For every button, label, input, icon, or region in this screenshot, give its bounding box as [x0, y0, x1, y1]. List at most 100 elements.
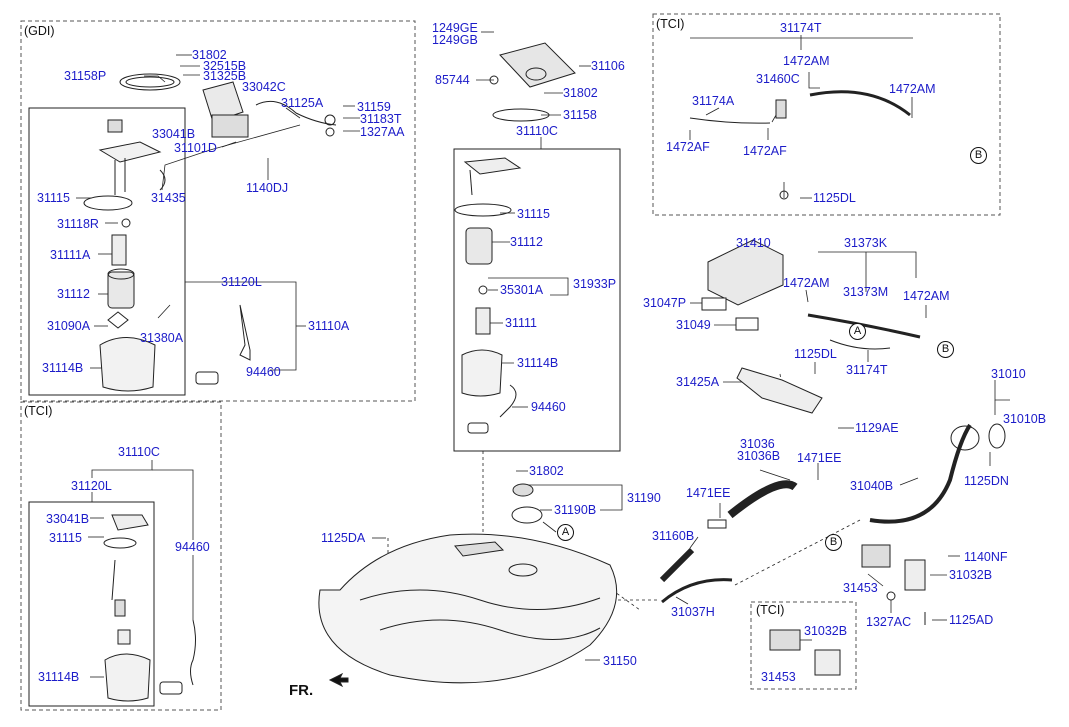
part-label: 31101D	[174, 141, 217, 155]
gdi-pump	[111, 234, 127, 266]
tci-small-frame	[750, 601, 857, 690]
part-label: 31453	[843, 581, 878, 595]
part-label: 31032B	[804, 624, 848, 638]
part-label: 31435	[151, 191, 186, 205]
center-filter	[465, 227, 493, 265]
part-label: 31802	[563, 86, 598, 100]
part-label: 31325B	[203, 69, 247, 83]
part-label: 1125DL	[794, 347, 837, 361]
part-label: 1472AM	[903, 289, 950, 303]
part-label: 31158	[563, 108, 597, 122]
part-label: 31125A	[281, 96, 324, 110]
front-direction-label: FR.	[289, 682, 314, 699]
tci-left-frame-title: (TCI)	[24, 404, 53, 418]
callout-b: B	[937, 341, 954, 358]
part-label: 31036B	[737, 449, 781, 463]
part-label: 31049	[676, 318, 711, 332]
part-label: 31120L	[221, 275, 262, 289]
part-label: 31380A	[140, 331, 184, 345]
part-label: 1125DN	[964, 474, 1009, 488]
tci-module-box	[28, 501, 155, 707]
part-label: 31114B	[42, 361, 84, 375]
canister	[707, 239, 784, 306]
part-label: 31032B	[949, 568, 993, 582]
part-label: 1472AM	[783, 54, 830, 68]
gdi-frame	[20, 20, 416, 402]
part-label: 31115	[517, 207, 550, 221]
part-label: 31112	[57, 287, 90, 301]
gdi-frame-title: (GDI)	[24, 24, 55, 38]
part-label: 31110A	[308, 319, 350, 333]
part-label: 31150	[603, 654, 637, 668]
part-label: 31115	[49, 531, 82, 545]
part-label: 94460	[531, 400, 566, 414]
part-label: 31115	[37, 191, 70, 205]
part-label: 1129AE	[855, 421, 899, 435]
part-label: 31373M	[843, 285, 889, 299]
part-label: 31036	[740, 437, 775, 451]
part-label: 1140NF	[964, 550, 1008, 564]
part-label: 31190B	[554, 503, 597, 517]
center-module-box	[453, 148, 621, 452]
tci-reservoir	[104, 653, 151, 702]
part-label: 31174T	[846, 363, 888, 377]
callout-a: A	[557, 524, 574, 541]
filler-hose	[727, 480, 798, 519]
part-label: 31183T	[360, 112, 402, 126]
tci-small-frame-title: (TCI)	[756, 603, 785, 617]
gdi-oring	[83, 195, 133, 211]
part-label: 1125DA	[321, 531, 366, 545]
part-label: 1472AF	[743, 144, 787, 158]
tci-left-frame	[20, 401, 222, 711]
gdi-reservoir	[99, 337, 156, 392]
filler-neck	[869, 423, 972, 524]
center-cover	[499, 42, 576, 88]
part-label: 31933P	[573, 277, 617, 291]
part-label: 31453	[761, 670, 796, 684]
part-label: 31114B	[517, 356, 559, 370]
part-label: 1327AC	[866, 615, 912, 629]
gdi-gasket	[119, 73, 181, 91]
part-label: 31460C	[756, 72, 800, 86]
part-label: 33042C	[242, 80, 286, 94]
gdi-module-box	[28, 107, 186, 396]
part-label: 33041B	[152, 127, 196, 141]
part-label: 31802	[529, 464, 564, 478]
part-label: 1472AM	[889, 82, 936, 96]
part-label: 31174T	[780, 21, 822, 35]
gdi-flange	[98, 141, 162, 163]
gdi-sender	[239, 304, 251, 361]
part-label: 1472AF	[666, 140, 710, 154]
part-label: 31110C	[118, 445, 160, 459]
part-label: 31040B	[850, 479, 894, 493]
part-label: 85744	[435, 73, 470, 87]
part-label: 31802	[192, 48, 227, 62]
part-label: 31373K	[844, 236, 888, 250]
callout-b: B	[970, 147, 987, 164]
part-label: 1125AD	[949, 613, 994, 627]
part-label: 1472AM	[783, 276, 830, 290]
part-label: 31120L	[71, 479, 112, 493]
fr-arrow	[328, 672, 349, 688]
gdi-filter	[107, 271, 135, 309]
part-label: 31174A	[692, 94, 735, 108]
vapor-hose	[809, 90, 911, 117]
part-label: 1125DL	[813, 191, 856, 205]
bracket-31453	[861, 544, 891, 568]
fuel-tank	[318, 533, 618, 684]
part-label: 31110C	[516, 124, 558, 138]
canister-bracket	[736, 367, 823, 414]
center-reservoir	[461, 349, 503, 397]
part-label: 31114B	[38, 670, 80, 684]
part-label: 31010B	[1003, 412, 1047, 426]
callout-b: B	[825, 534, 842, 551]
part-label: 31111A	[50, 248, 91, 262]
part-label: 33041B	[46, 512, 90, 526]
part-label: 94460	[175, 540, 210, 554]
part-label: 31010	[991, 367, 1026, 381]
center-gasket	[492, 108, 550, 122]
part-label: 31190	[627, 491, 661, 505]
callout-a: A	[849, 323, 866, 340]
part-label: 32515B	[203, 59, 247, 73]
